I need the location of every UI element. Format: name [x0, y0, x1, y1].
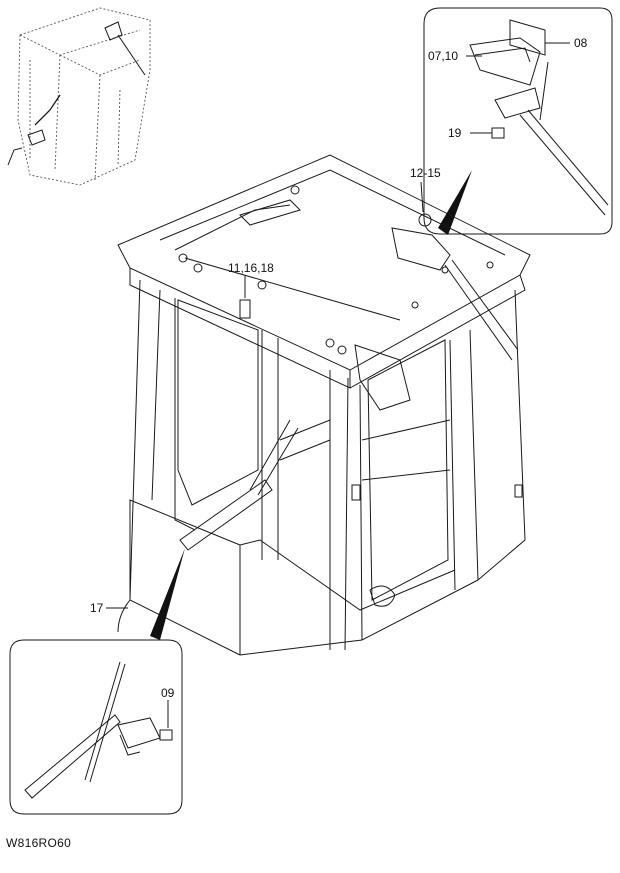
- part-label-07-10: 07,10: [428, 49, 458, 63]
- part-label-17: 17: [90, 601, 104, 615]
- rear-wiper-detail: [423, 7, 613, 235]
- drawing-code: W816RO60: [6, 836, 72, 850]
- part-label-19: 19: [448, 126, 462, 140]
- part-label-11-16-18: 11,16,18: [228, 261, 274, 275]
- part-label-09: 09: [161, 686, 175, 700]
- detail-pointer-top: [438, 170, 472, 235]
- front-wiper-detail: [9, 639, 183, 815]
- cab-frame: [106, 154, 531, 656]
- detail-pointer-bottom: [150, 548, 185, 640]
- part-label-08: 08: [574, 36, 588, 50]
- part-label-12-15: 12-15: [410, 166, 441, 180]
- cab-overview-thumbnail: [7, 7, 151, 186]
